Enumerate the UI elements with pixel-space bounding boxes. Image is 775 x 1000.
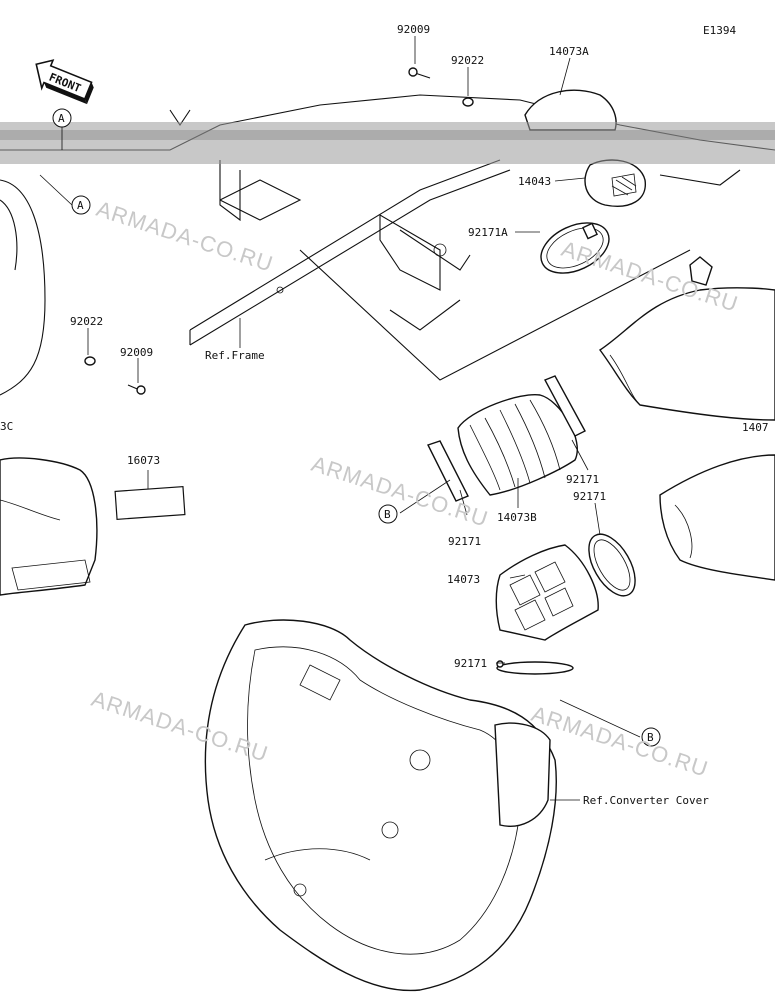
label-92022-top: 92022 (451, 54, 484, 67)
scan-noise-band (0, 122, 775, 164)
label-14073: 14073 (447, 573, 480, 586)
label-92171-ring: 92171 (573, 490, 606, 503)
label-92009-top: 92009 (397, 23, 430, 36)
ref-circle-b-right: B (641, 727, 661, 747)
label-14043: 14043 (518, 175, 551, 188)
label-ref-converter-cover: Ref.Converter Cover (583, 794, 709, 807)
label-cut-1407: 1407 (742, 421, 769, 434)
label-92022-left: 92022 (70, 315, 103, 328)
svg-text:B: B (647, 731, 654, 744)
clamp-92171A (540, 222, 610, 274)
washer-92022-left (84, 356, 96, 366)
label-ref-frame: Ref.Frame (205, 349, 265, 362)
clamp-92171-band (496, 660, 574, 675)
bolt-92009-top (408, 67, 431, 79)
label-92171A: 92171A (468, 226, 508, 239)
svg-text:A: A (77, 199, 84, 212)
scan-noise-line (0, 130, 775, 140)
label-16073: 16073 (127, 454, 160, 467)
ref-circle-a-top: A (52, 108, 72, 128)
front-direction-arrow: FRONT (35, 59, 94, 105)
bolt-92009-left (127, 384, 146, 395)
part-labels: E1394 92009 92022 14073A 14043 92171A 92… (0, 23, 769, 807)
clamp-92171-ring (588, 533, 636, 597)
svg-text:A: A (58, 112, 65, 125)
washer-92022-top (462, 97, 474, 107)
label-14073B: 14073B (497, 511, 537, 524)
elbow-14073 (495, 544, 599, 641)
right-ducts (598, 256, 775, 581)
hose-14073B (457, 394, 578, 496)
label-92009-left: 92009 (120, 346, 153, 359)
ref-circle-b-left: B (378, 504, 398, 524)
ref-circle-a-left: A (71, 195, 91, 215)
label-cut-3c: 3C (0, 420, 13, 433)
diagram-code: E1394 (703, 24, 736, 37)
leader-lines (39, 36, 641, 801)
left-airbox (0, 179, 98, 596)
label-92171-upper: 92171 (566, 473, 599, 486)
watermark-1: ARMADA-CO.RU (93, 196, 276, 277)
label-92171-band: 92171 (454, 657, 487, 670)
duct-14073A (524, 89, 646, 207)
clamp-92171-upper (544, 375, 586, 437)
label-92171-lower: 92171 (448, 535, 481, 548)
converter-cover (204, 619, 557, 992)
svg-text:B: B (384, 508, 391, 521)
label-14073A: 14073A (549, 45, 589, 58)
sticker-16073 (114, 486, 186, 520)
